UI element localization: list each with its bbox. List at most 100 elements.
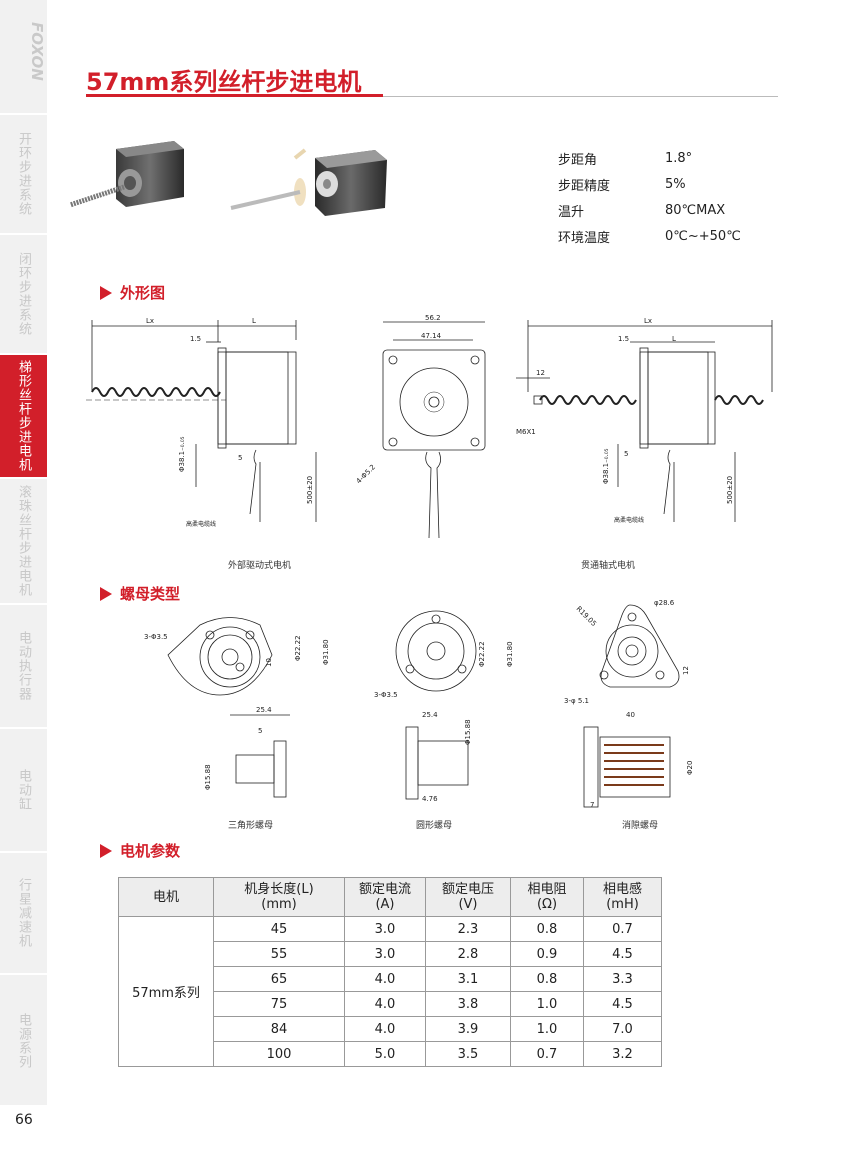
svg-text:高柔电缆线: 高柔电缆线 (186, 520, 216, 528)
svg-text:12: 12 (536, 369, 545, 377)
table-cell: 5.0 (344, 1041, 426, 1067)
sidebar-item-label: 电动执行器 (16, 631, 31, 701)
svg-text:10: 10 (265, 658, 273, 667)
table-cell: 3.9 (425, 1016, 511, 1042)
table-row: 57mm系列 45 3.0 2.3 0.8 0.7 (118, 916, 662, 1067)
sidebar-item-planetary[interactable]: 行星减速机 (0, 851, 47, 973)
table-group-cell: 57mm系列 (118, 916, 214, 1067)
svg-text:3-Φ3.5: 3-Φ3.5 (144, 633, 168, 641)
section-nut-types: 螺母类型 (100, 583, 180, 604)
table-row: 75 4.0 3.8 1.0 4.5 (119, 991, 662, 1017)
sidebar-item-ball-screw[interactable]: 滚珠丝杆步进电机 (0, 477, 47, 603)
motor-params-table: 电机 机身长度(L) (mm) 额定电流 (A) 额定电压 (V) 相电阻 (Ω… (118, 877, 662, 1067)
svg-text:M6X1: M6X1 (516, 428, 536, 436)
spec-value: 0℃~+50℃ (665, 228, 741, 244)
table-cell: 0.8 (510, 916, 584, 942)
table-cell: 2.3 (425, 916, 511, 942)
svg-text:25.4: 25.4 (256, 706, 272, 714)
sidebar-item-trapezoidal-screw[interactable]: 梯形丝杆步进电机 (0, 353, 47, 477)
sidebar-item-label: 开环步进系统 (16, 132, 31, 216)
table-cell: 45 (213, 916, 345, 942)
sidebar-item-actuator[interactable]: 电动执行器 (0, 603, 47, 727)
spec-key: 步距精度 (558, 178, 611, 194)
caption-through-shaft: 贯通轴式电机 (581, 561, 636, 571)
sidebar-item-label: 滚珠丝杆步进电机 (16, 485, 31, 597)
triangle-icon (100, 586, 112, 601)
triangle-icon (100, 285, 112, 300)
table-header: 机身长度(L) (mm) (213, 877, 345, 917)
drawing-external-drive: Lx L 1.5 Φ38.1₋₀.₀₅ 5 500±20 高柔电缆线 (86, 317, 317, 528)
spec-key: 温升 (558, 204, 585, 220)
sidebar-item-cylinder[interactable]: 电动缸 (0, 727, 47, 851)
sidebar-item-label: 梯形丝杆步进电机 (16, 360, 31, 472)
table-cell: 84 (213, 1016, 345, 1042)
motor-photo-through (230, 148, 387, 216)
table-cell: 3.5 (425, 1041, 511, 1067)
sidebar-item-label: 电动缸 (16, 769, 31, 811)
svg-text:4.76: 4.76 (422, 795, 438, 803)
caption-anti-backlash-nut: 消隙螺母 (622, 821, 659, 831)
sidebar: FOXON 开环步进系统 闭环步进系统 梯形丝杆步进电机 滚珠丝杆步进电机 电动… (0, 0, 47, 1105)
svg-text:Φ22.22: Φ22.22 (294, 635, 302, 661)
drawing-triangle-nut: 3-Φ3.5 Φ22.22 Φ31.80 10 25.4 5 Φ15.88 (144, 617, 330, 798)
table-cell: 4.5 (583, 941, 662, 967)
title-rule (86, 96, 778, 97)
svg-text:500±20: 500±20 (306, 476, 314, 504)
title-underline (86, 94, 383, 97)
table-cell: 55 (213, 941, 345, 967)
sidebar-item-label: 电源系列 (16, 1013, 31, 1069)
sidebar-item-open-loop[interactable]: 开环步进系统 (0, 113, 47, 233)
sidebar-item-label: 行星减速机 (16, 878, 31, 948)
sidebar-item-power[interactable]: 电源系列 (0, 973, 47, 1107)
table-cell: 0.7 (583, 916, 662, 942)
svg-text:3-φ 5.1: 3-φ 5.1 (564, 697, 589, 705)
drawing-front-view: 56.2 47.14 4-Φ5.2 (355, 314, 486, 539)
svg-text:5: 5 (258, 727, 262, 735)
table-cell: 4.0 (344, 966, 426, 992)
page-number: 66 (15, 1112, 33, 1128)
triangle-icon (100, 843, 112, 858)
sidebar-item-closed-loop[interactable]: 闭环步进系统 (0, 233, 47, 353)
svg-text:1.5: 1.5 (190, 335, 201, 343)
table-cell: 0.8 (510, 966, 584, 992)
table-cell: 75 (213, 991, 345, 1017)
svg-text:Φ38.1₋₀.₀₅: Φ38.1₋₀.₀₅ (178, 436, 186, 472)
svg-text:高柔电缆线: 高柔电缆线 (614, 516, 644, 524)
svg-text:L: L (672, 335, 676, 343)
svg-text:Φ38.1₋₀.₀₅: Φ38.1₋₀.₀₅ (602, 448, 610, 484)
svg-text:12: 12 (682, 666, 690, 675)
caption-external-drive: 外部驱动式电机 (228, 561, 292, 571)
table-cell: 4.0 (344, 991, 426, 1017)
sidebar-item-label: 闭环步进系统 (16, 252, 31, 336)
table-cell: 100 (213, 1041, 345, 1067)
svg-text:L: L (252, 317, 256, 325)
spec-row: 温升 80℃MAX (558, 197, 741, 223)
svg-text:5: 5 (624, 450, 628, 458)
svg-text:Lx: Lx (146, 317, 154, 325)
table-cell: 4.0 (344, 1016, 426, 1042)
svg-text:25.4: 25.4 (422, 711, 438, 719)
svg-text:1.5: 1.5 (618, 335, 629, 343)
svg-text:Φ31.80: Φ31.80 (322, 639, 330, 665)
table-cell: 65 (213, 966, 345, 992)
table-cell: 7.0 (583, 1016, 662, 1042)
motor-photo-external (69, 141, 184, 208)
foxon-logo: FOXON (28, 22, 44, 81)
svg-text:FOXON: FOXON (28, 22, 44, 81)
svg-text:Φ31.80: Φ31.80 (506, 641, 514, 667)
spec-value: 80℃MAX (665, 202, 726, 218)
table-cell: 1.0 (510, 1016, 584, 1042)
table-cell: 3.3 (583, 966, 662, 992)
table-cell: 0.9 (510, 941, 584, 967)
section-title: 外形图 (120, 284, 166, 302)
table-header-row: 电机 机身长度(L) (mm) 额定电流 (A) 额定电压 (V) 相电阻 (Ω… (118, 877, 662, 917)
table-row: 100 5.0 3.5 0.7 3.2 (119, 1041, 662, 1067)
caption-round-nut: 圆形螺母 (416, 821, 453, 831)
table-cell: 3.1 (425, 966, 511, 992)
svg-text:40: 40 (626, 711, 635, 719)
caption-triangle-nut: 三角形螺母 (228, 821, 274, 831)
svg-text:R19.05: R19.05 (575, 605, 598, 628)
